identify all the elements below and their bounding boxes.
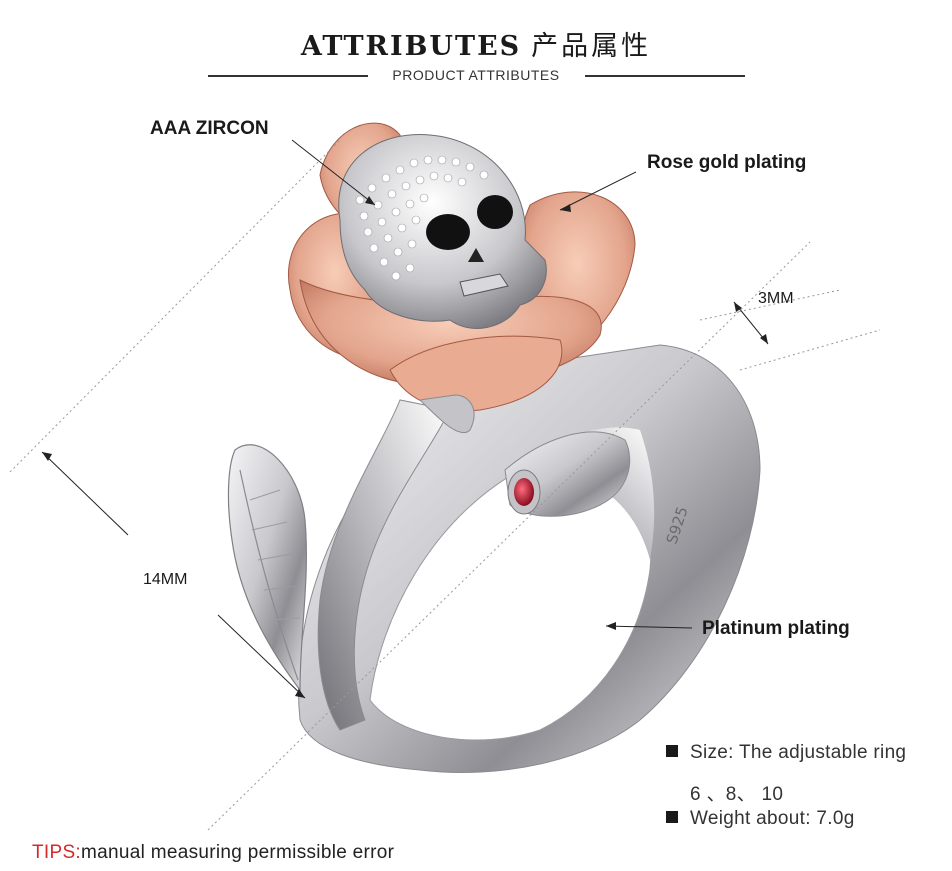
width-dimension: 3MM [758,290,794,307]
tips-note: TIPS:manual measuring permissible error [32,842,394,864]
leader-arrowheads [42,196,768,698]
tips-text: manual measuring permissible error [81,842,395,863]
title-en: ATTRIBUTES [300,31,522,62]
size-label: Size: [690,742,734,763]
weight-label: Weight about: [690,808,811,829]
skull-eye-right [477,195,513,229]
page-subtitle: PRODUCT ATTRIBUTES [392,67,560,83]
size-options: 6 、8、 10 [690,784,784,805]
subtitle-rule-right [585,75,745,77]
size-value: The adjustable ring [739,742,907,763]
skull-eye-left [426,214,470,250]
leaf [227,444,307,692]
dimension-guides [9,139,881,831]
zircon-label: AAA ZIRCON [150,118,269,139]
height-dimension: 14MM [143,571,188,588]
weight-value: 7.0g [816,808,855,829]
tips-label: TIPS: [32,842,82,863]
weight-spec: Weight about: 7.0g [666,808,855,830]
leader-lines [41,139,769,699]
bullet-icon [666,811,678,823]
size-spec: Size: The adjustable ring [666,742,906,764]
rose-gold-label: Rose gold plating [647,152,807,173]
platinum-label: Platinum plating [702,618,850,639]
bullet-icon [666,745,678,757]
red-stone [514,478,534,506]
subtitle-rule-left [208,75,368,77]
page-title: ATTRIBUTES 产品属性 [0,24,952,63]
ring-end [504,431,631,517]
skull [338,133,547,329]
title-cn: 产品属性 [531,31,652,62]
ring-stem [317,399,451,731]
